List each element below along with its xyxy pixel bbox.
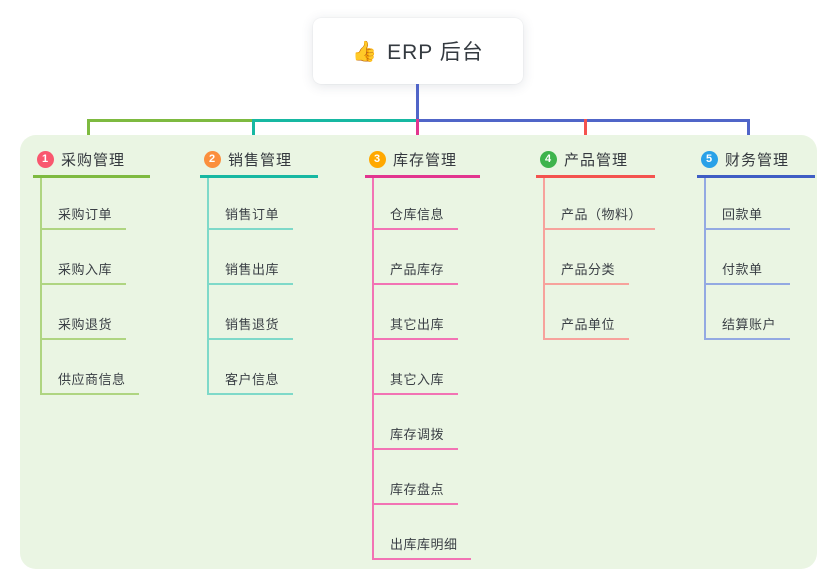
child-node[interactable]: 付款单 xyxy=(704,230,790,285)
drop-line-branch-3 xyxy=(416,119,419,144)
branch-number-badge: 2 xyxy=(204,150,221,168)
bus-line-green xyxy=(87,119,254,122)
child-label: 结算账户 xyxy=(722,317,777,332)
bus-line-teal xyxy=(254,119,418,122)
child-node[interactable]: 仓库信息 xyxy=(372,178,458,230)
drop-line-branch-5 xyxy=(747,119,750,144)
child-label: 产品库存 xyxy=(390,262,445,277)
branch-label: 采购管理 xyxy=(61,151,126,169)
branch-label: 产品管理 xyxy=(564,151,629,169)
child-label: 销售退货 xyxy=(225,317,280,332)
child-label: 库存调拨 xyxy=(390,427,445,442)
branch-children: 回款单 付款单 结算账户 xyxy=(704,178,815,340)
child-label: 采购订单 xyxy=(58,207,113,222)
branch-children: 销售订单 销售出库 销售退货 客户信息 xyxy=(207,178,318,395)
child-label: 客户信息 xyxy=(225,372,280,387)
child-label: 产品（物料） xyxy=(561,207,643,222)
root-connector-line xyxy=(416,84,419,121)
child-node[interactable]: 客户信息 xyxy=(207,340,293,395)
child-node[interactable]: 产品（物料） xyxy=(543,178,656,230)
root-node-label: ERP 后台 xyxy=(387,41,484,64)
child-label: 产品分类 xyxy=(561,262,616,277)
branch-number-badge: 1 xyxy=(37,150,54,168)
child-label: 其它出库 xyxy=(390,317,445,332)
child-label: 付款单 xyxy=(722,262,763,277)
child-label: 销售订单 xyxy=(225,207,280,222)
branch-column: 2 销售管理 销售订单 销售出库 销售退货 客户信息 xyxy=(200,143,318,395)
child-node[interactable]: 采购入库 xyxy=(40,230,126,285)
child-label: 其它入库 xyxy=(390,372,445,387)
branch-heading-node[interactable]: 4 产品管理 xyxy=(536,143,655,178)
branch-heading-node[interactable]: 1 采购管理 xyxy=(33,143,150,178)
child-node[interactable]: 产品分类 xyxy=(543,230,629,285)
branch-heading-node[interactable]: 5 财务管理 xyxy=(697,143,815,178)
child-node[interactable]: 产品单位 xyxy=(543,285,629,340)
child-node[interactable]: 库存盘点 xyxy=(372,450,458,505)
branch-column: 1 采购管理 采购订单 采购入库 采购退货 供应商信息 xyxy=(33,143,150,395)
child-node[interactable]: 销售订单 xyxy=(207,178,293,230)
thumbs-up-icon: 👍 xyxy=(352,40,379,63)
branch-children: 采购订单 采购入库 采购退货 供应商信息 xyxy=(40,178,150,395)
drop-line-branch-4 xyxy=(584,119,587,144)
child-node[interactable]: 出库库明细 xyxy=(372,505,471,560)
child-label: 采购退货 xyxy=(58,317,113,332)
branch-number-badge: 3 xyxy=(369,150,386,168)
child-node[interactable]: 回款单 xyxy=(704,178,790,230)
child-label: 采购入库 xyxy=(58,262,113,277)
branch-children: 产品（物料） 产品分类 产品单位 xyxy=(543,178,656,340)
branch-label: 财务管理 xyxy=(725,151,790,169)
child-label: 库存盘点 xyxy=(390,482,445,497)
branch-label: 销售管理 xyxy=(228,151,293,169)
child-node[interactable]: 采购订单 xyxy=(40,178,126,230)
branch-number-badge: 5 xyxy=(701,150,718,168)
child-label: 销售出库 xyxy=(225,262,280,277)
branch-label: 库存管理 xyxy=(393,151,458,169)
root-node[interactable]: 👍 ERP 后台 xyxy=(313,18,523,84)
child-node[interactable]: 销售出库 xyxy=(207,230,293,285)
child-label: 仓库信息 xyxy=(390,207,445,222)
branch-children: 仓库信息 产品库存 其它出库 其它入库 库存调拨 库存盘点 出库库明细 xyxy=(372,178,480,560)
branch-number-badge: 4 xyxy=(540,150,557,168)
branch-column: 4 产品管理 产品（物料） 产品分类 产品单位 xyxy=(536,143,656,340)
child-node[interactable]: 销售退货 xyxy=(207,285,293,340)
child-node[interactable]: 其它入库 xyxy=(372,340,458,395)
child-node[interactable]: 库存调拨 xyxy=(372,395,458,450)
child-label: 供应商信息 xyxy=(58,372,126,387)
child-node[interactable]: 其它出库 xyxy=(372,285,458,340)
group-panel xyxy=(20,135,817,569)
child-node[interactable]: 产品库存 xyxy=(372,230,458,285)
branch-heading-node[interactable]: 2 销售管理 xyxy=(200,143,318,178)
child-label: 回款单 xyxy=(722,207,763,222)
branch-column: 3 库存管理 仓库信息 产品库存 其它出库 其它入库 库存调拨 库存盘点 出库库… xyxy=(365,143,480,560)
drop-line-branch-2 xyxy=(252,119,255,144)
branch-column: 5 财务管理 回款单 付款单 结算账户 xyxy=(697,143,815,340)
drop-line-branch-1 xyxy=(87,119,90,144)
child-node[interactable]: 采购退货 xyxy=(40,285,126,340)
child-node[interactable]: 结算账户 xyxy=(704,285,790,340)
branch-heading-node[interactable]: 3 库存管理 xyxy=(365,143,480,178)
child-node[interactable]: 供应商信息 xyxy=(40,340,139,395)
child-label: 出库库明细 xyxy=(390,537,458,552)
child-label: 产品单位 xyxy=(561,317,616,332)
